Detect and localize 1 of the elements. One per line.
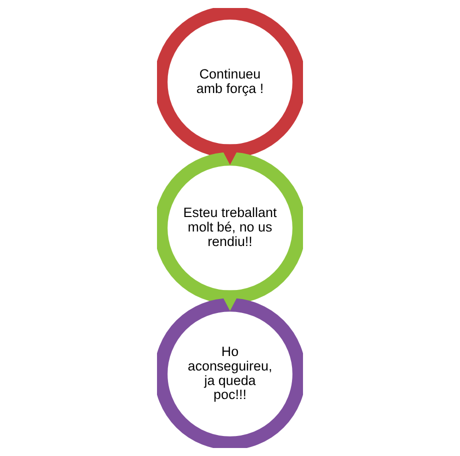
node-circle: Continueu amb força ! [157, 8, 303, 158]
